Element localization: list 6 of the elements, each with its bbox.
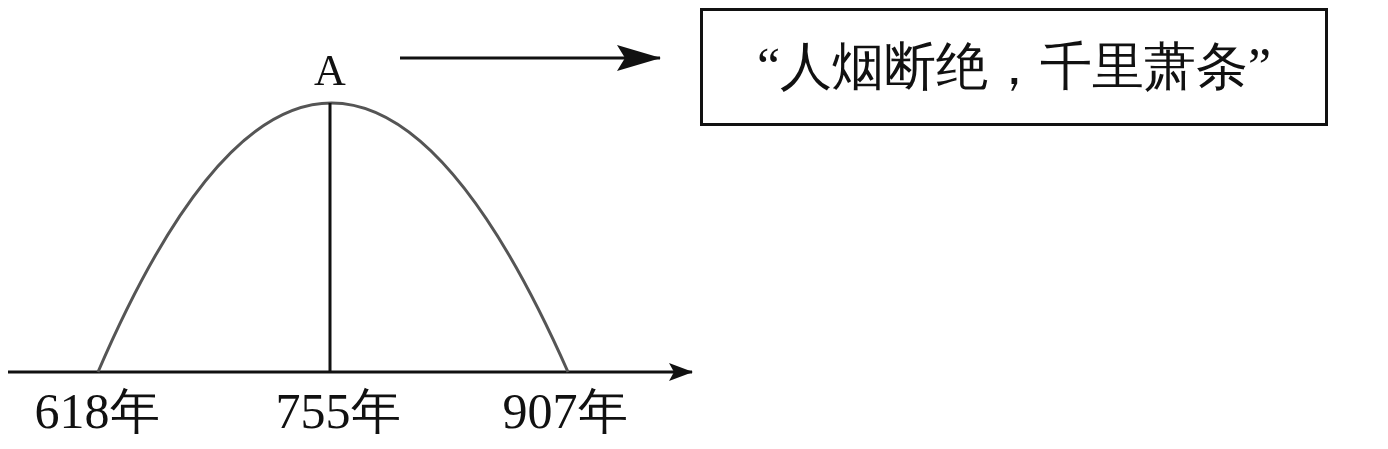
year-label: 907年 <box>502 382 628 441</box>
year-label: 755年 <box>275 382 401 441</box>
arrow <box>400 45 661 71</box>
year-label: 618年 <box>34 382 160 441</box>
quote-box: “人烟断绝，千里萧条” <box>700 8 1328 126</box>
point-label: A <box>300 40 360 100</box>
